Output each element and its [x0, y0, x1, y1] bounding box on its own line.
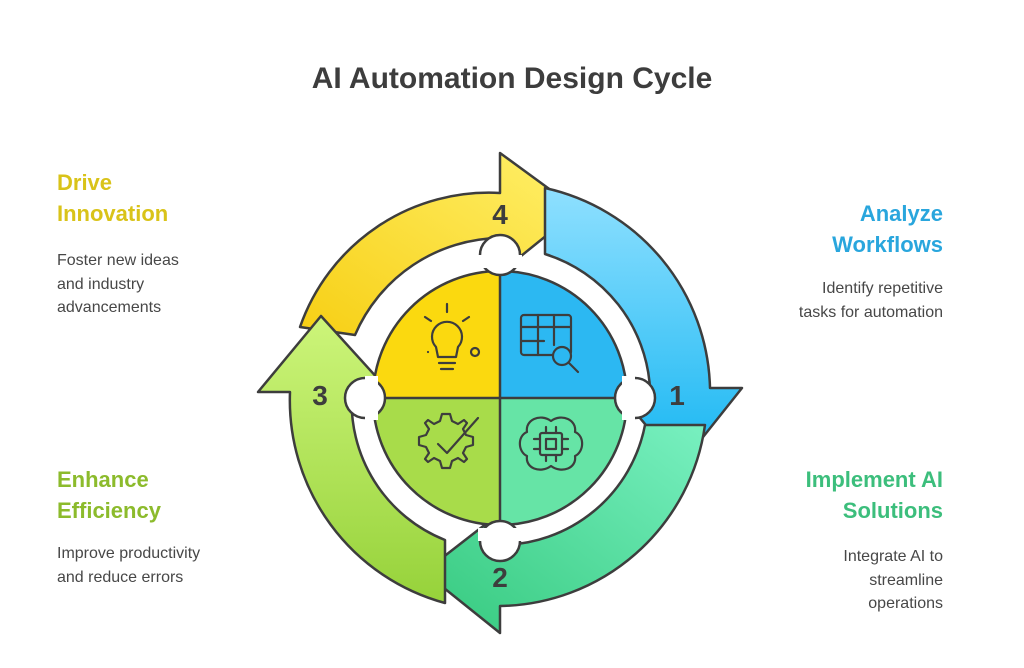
step-3-title-line1: Enhance — [57, 467, 149, 492]
step-2-desc-line1: Integrate AI to — [843, 548, 943, 565]
step-1-description: Identify repetitive tasks for automation — [799, 277, 943, 324]
step-4-description: Foster new ideas and industry advancemen… — [57, 249, 179, 320]
step-1-title-line1: Analyze — [859, 201, 943, 226]
step-3-number: 3 — [312, 380, 328, 411]
step-4-title: Drive Innovation — [57, 167, 168, 229]
step-2-desc-line2: streamline — [869, 571, 943, 589]
step-4-desc-line1: Foster new ideas — [57, 252, 179, 269]
arrow-segment-2 — [422, 423, 707, 635]
arrow-segment-1 — [543, 186, 744, 468]
step-4-desc-line2: and industry — [57, 275, 145, 293]
step-2-title-line1: Implement AI — [805, 467, 943, 492]
step-3-title: Enhance Efficiency — [57, 464, 161, 526]
step-2-description: Integrate AI to streamline operations — [843, 545, 943, 616]
table-search-icon — [519, 313, 580, 374]
step-1-number: 1 — [669, 380, 685, 411]
step-4-desc-line3: advancements — [57, 299, 162, 316]
brain-chip-icon — [518, 416, 584, 471]
lightbulb-icon — [423, 302, 481, 371]
arrow-segment-3 — [256, 314, 447, 605]
step-3-title-line2: Efficiency — [57, 498, 161, 523]
step-3-desc-line2: and reduce errors — [57, 568, 184, 586]
step-1-title: Analyze Workflows — [832, 198, 943, 260]
step-4-title-line1: Drive — [57, 170, 113, 195]
step-3-description: Improve productivity and reduce errors — [57, 542, 200, 589]
step-3-desc-line1: Improve productivity — [57, 545, 201, 562]
step-1-desc-line1: Identify repetitive — [822, 280, 943, 297]
step-2-title-line2: Solutions — [842, 498, 943, 523]
step-2-title: Implement AI Solutions — [806, 464, 943, 526]
page-title: AI Automation Design Cycle — [311, 62, 713, 95]
gear-check-icon — [417, 412, 480, 470]
step-4-number: 4 — [492, 199, 508, 230]
step-4-title-line2: Innovation — [57, 201, 169, 226]
step-1-desc-line2: tasks for automation — [798, 303, 943, 321]
step-2-desc-line3: operations — [868, 595, 943, 612]
step-2-number: 2 — [492, 562, 508, 593]
arrow-segment-4 — [298, 151, 580, 337]
step-1-title-line2: Workflows — [832, 232, 943, 257]
